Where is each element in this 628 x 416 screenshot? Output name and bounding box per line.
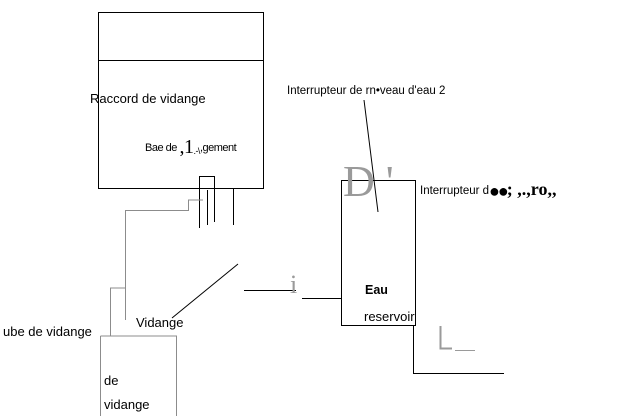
drain-diagonal-line — [171, 263, 239, 319]
connector-i-mark: i — [290, 270, 298, 299]
water-label: Eau — [365, 283, 388, 297]
pipe-outlet-outer — [199, 176, 215, 228]
base-label-glyph: ,1 — [179, 136, 194, 158]
drain-tube-box — [100, 335, 177, 416]
level-switch-2-label: Interrupteur de rn•veau d'eau 2 — [287, 85, 446, 97]
drain-label: Vidange — [136, 315, 184, 330]
base-label: Bae de ,1.-\,gement — [145, 136, 237, 158]
base-label-prefix: Bae de — [145, 142, 177, 154]
drain-connection-label: Raccord de vidange — [90, 91, 206, 106]
d-prime-mark: D ' — [343, 157, 394, 206]
reservoir-outlet-mark — [439, 326, 452, 350]
level-switch-d-tail: ; ,.,ro,, — [506, 179, 557, 199]
base-label-suffix: ,gement — [199, 142, 237, 154]
drain-pipe-gray — [110, 199, 203, 336]
drain-tube-box-label-vidange: vidange — [104, 397, 150, 412]
reservoir-label: reservoir — [364, 309, 415, 324]
reservoir-outlet-pipe — [413, 326, 504, 374]
drain-tube-box-label-de: de — [104, 373, 119, 388]
drain-connection-box — [98, 12, 264, 189]
drain-tube-label: ube de vidange — [3, 324, 92, 339]
base-label-sub: .-\ — [193, 146, 200, 156]
level-switch-d-label: Interrupteur d●●; ,.,ro,, — [420, 180, 556, 200]
level-switch-d-dots: ●● — [489, 181, 509, 201]
level-switch-2-lead — [363, 99, 379, 213]
level-switch-d-text: Interrupteur d — [420, 185, 490, 197]
reservoir-box — [341, 180, 416, 326]
